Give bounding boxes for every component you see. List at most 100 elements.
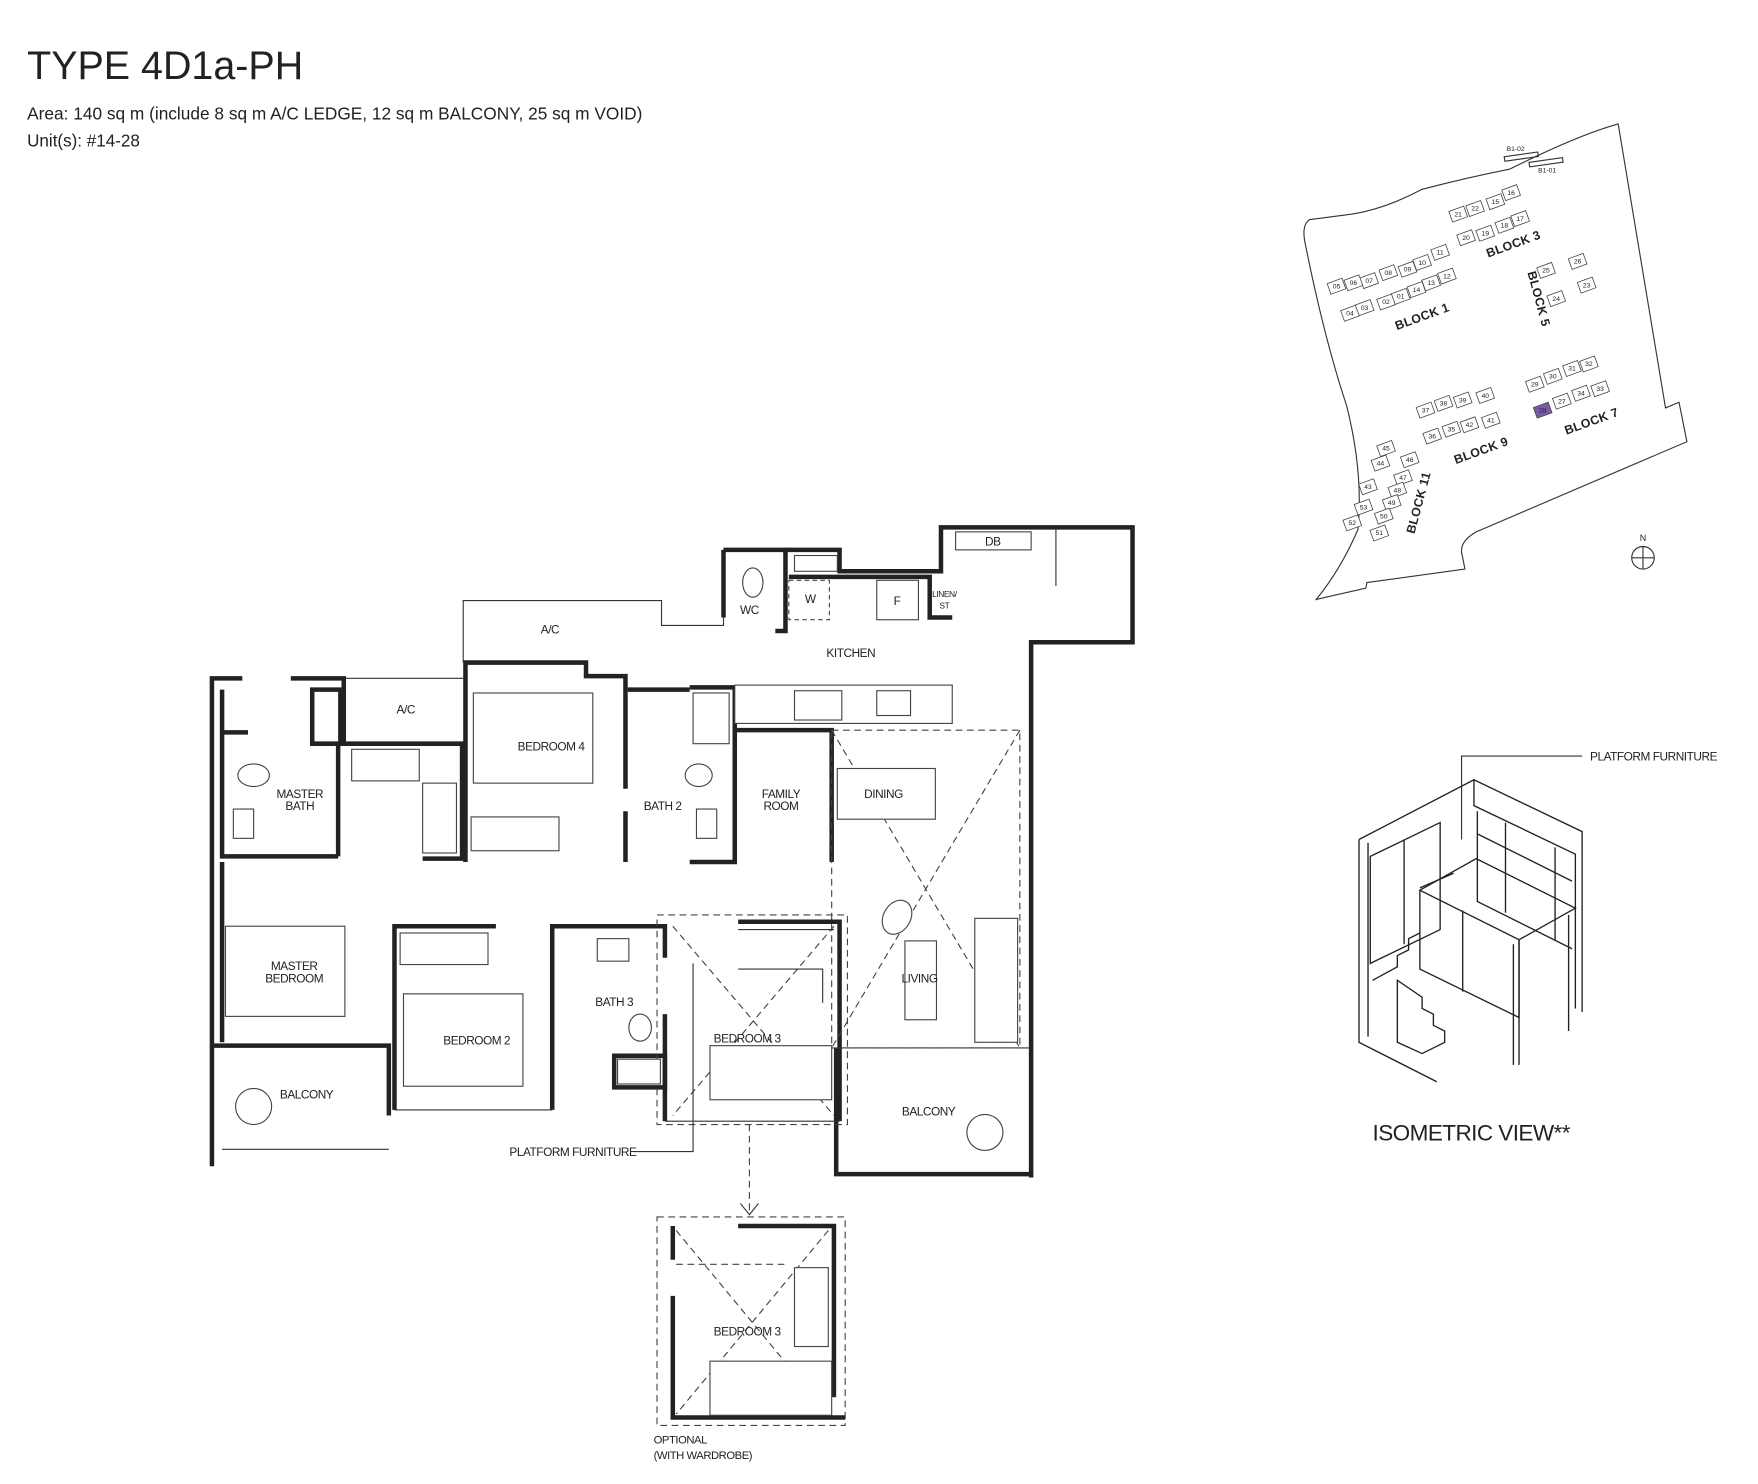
room-label-bedroom-4: BEDROOM 4 [518,739,586,753]
room-label-bedroom-3: BEDROOM 3 [714,1031,782,1045]
wall [309,687,343,746]
isometric-drawing [1358,778,1583,1083]
wall [463,660,628,863]
site-unit [1590,380,1610,398]
site-unit [1456,229,1476,247]
block-7-label: BLOCK 7 [1563,405,1621,438]
arrow-head-icon [739,1203,759,1216]
site-unit-number: 42 [1466,422,1474,429]
site-unit-number: 44 [1377,460,1385,467]
site-unit-number: 37 [1422,407,1430,414]
site-unit-number: 47 [1399,475,1407,482]
wardrobe [399,932,489,966]
site-unit-shapes [1326,184,1610,542]
site-unit-number: 16 [1507,190,1515,197]
room-label-bedroom-2: BEDROOM 2 [443,1034,510,1048]
site-unit [1376,439,1396,457]
wall [689,685,738,865]
site-unit-number: 09 [1404,267,1412,274]
room-label-wc: WC [740,603,760,617]
room-label-ac-upper: A/C [541,622,560,636]
kitchen-counter [734,684,953,724]
site-unit [1370,454,1391,472]
site-unit [1373,507,1394,525]
site-unit [1546,290,1567,308]
site-unit-number: 12 [1443,273,1451,280]
wall [670,1223,846,1420]
site-unit-labels: 2122151617181920111009080706050403020114… [1333,190,1604,537]
site-unit-number: 32 [1585,361,1593,368]
site-unit-number: 39 [1459,397,1467,404]
platform-furniture-label: PLATFORM FURNITURE [509,1145,637,1159]
wall [662,919,842,1122]
site-unit [1475,224,1496,242]
site-unit-highlighted [1532,401,1553,419]
b1-02-label: B1-02 [1507,146,1525,153]
room-label-linen: LINEN/ [932,589,958,599]
north-label: N [1640,533,1647,543]
site-unit [1576,276,1597,294]
bed-bedroom4 [472,692,594,784]
site-unit-number: 52 [1348,520,1356,527]
coffee-table [904,940,938,1021]
site-unit [1481,411,1501,429]
site-unit-number: 02 [1382,299,1390,306]
site-unit [1393,469,1413,487]
north-arrow-icon: N [1631,533,1655,570]
wall [788,574,953,620]
isometric-view-title: ISOMETRIC VIEW** [1373,1120,1571,1145]
site-unit-number: 23 [1583,282,1591,289]
wall [833,1047,1032,1177]
shower-icon [692,692,730,745]
optional-bedroom-3: BEDROOM 3 OPTIONAL (WITH WARDROBE) [654,1216,846,1462]
site-unit-number: 27 [1558,398,1566,405]
site-unit-number: 30 [1549,374,1557,381]
site-unit-number: 13 [1427,280,1435,287]
site-unit-number: 46 [1406,457,1414,464]
room-label-family-2: ROOM [763,799,798,813]
site-unit [1579,355,1599,373]
site-unit [1524,375,1545,393]
site-unit [1421,274,1441,292]
site-unit-number: 24 [1552,296,1560,303]
site-unit-number: 26 [1574,259,1582,266]
basin-icon [596,938,630,962]
site-unit-number: 15 [1492,199,1500,206]
shower-icon [793,554,838,572]
site-unit [1562,359,1582,377]
bed-bedroom3 [709,1045,833,1101]
room-label-master-bedroom: MASTER [271,959,318,973]
site-unit [1571,384,1591,402]
site-unit-number: 22 [1471,206,1479,213]
site-unit-number: 45 [1382,446,1390,453]
site-unit [1399,451,1420,469]
hob-icon [793,690,843,721]
site-unit [1475,387,1496,405]
site-unit [1353,498,1374,516]
room-label-family: FAMILY [762,787,801,801]
room-label-bath-3: BATH 3 [595,995,634,1009]
basin-icon [695,808,718,839]
armchair-icon [881,899,913,935]
site-unit-number: 31 [1568,366,1576,373]
sofa [974,917,1019,1043]
b1-01-label: B1-01 [1538,167,1556,174]
table-icon [966,1113,1004,1152]
isometric-view: PLATFORM FURNITURE ISOMETRIC VIEW** [1358,750,1718,1145]
site-unit [1422,427,1443,445]
b1-units: B1-02 B1-01 [1503,146,1564,174]
wardrobe [422,782,458,854]
wall [211,862,392,1116]
site-unit [1437,267,1457,285]
site-plan: 2122151617181920111009080706050403020114… [1303,123,1688,601]
units-text: Unit(s): #14-28 [27,130,140,150]
room-label-master-bath-2: BATH [285,799,314,813]
site-unit [1551,392,1572,410]
toilet-icon [684,763,713,788]
site-unit [1459,416,1480,434]
site-unit [1536,261,1556,279]
site-unit [1378,264,1399,282]
site-unit-number: 38 [1440,401,1448,408]
room-label-ac-lower: A/C [397,702,416,716]
